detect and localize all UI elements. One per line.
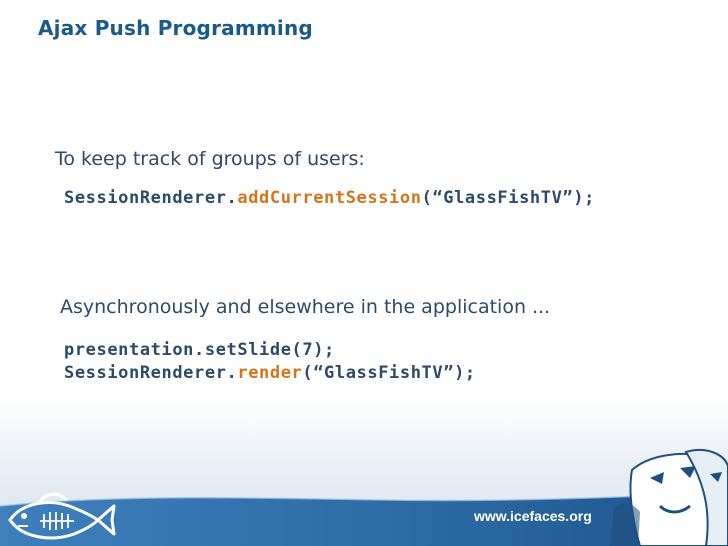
- icefaces-masks-icon: [610, 448, 728, 546]
- footer-url: www.icefaces.org: [474, 508, 592, 524]
- code-prefix: SessionRenderer.: [64, 363, 238, 383]
- footer-wave: [0, 491, 728, 546]
- glassfish-fish-icon: [8, 492, 116, 540]
- async-text: Asynchronously and elsewhere in the appl…: [60, 296, 551, 318]
- slide-title: Ajax Push Programming: [38, 16, 313, 40]
- code-line-render: SessionRenderer.render(“GlassFishTV”);: [64, 363, 476, 383]
- code-prefix: SessionRenderer.: [64, 188, 238, 208]
- code-method-highlight: render: [237, 363, 303, 383]
- code-method-highlight: addCurrentSession: [237, 188, 422, 208]
- intro-text: To keep track of groups of users:: [55, 148, 365, 170]
- code-suffix: (“GlassFishTV”);: [302, 363, 476, 383]
- code-line-set-slide: presentation.setSlide(7);: [64, 340, 335, 360]
- code-line-add-session: SessionRenderer.addCurrentSession(“Glass…: [64, 188, 595, 208]
- code-suffix: (“GlassFishTV”);: [421, 188, 595, 208]
